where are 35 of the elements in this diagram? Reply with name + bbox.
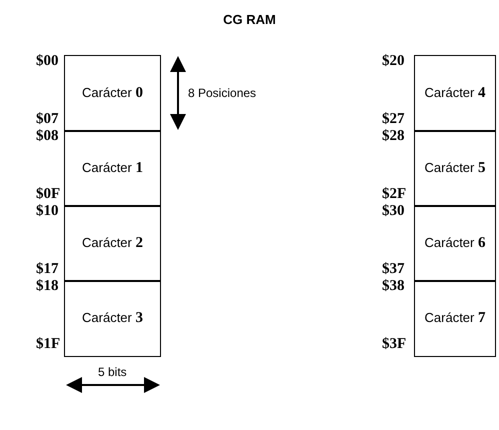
- address-label: $0F: [36, 186, 60, 203]
- address-label: $20: [382, 53, 404, 70]
- address-label: $10: [36, 203, 58, 220]
- memory-block: [414, 205, 496, 282]
- memory-block: [64, 130, 161, 207]
- address-label: $27: [382, 111, 404, 128]
- block-label: Carácter 4: [424, 85, 486, 102]
- block-label: Carácter 3: [82, 310, 143, 327]
- address-label: $07: [36, 111, 58, 128]
- address-label: $1F: [36, 336, 60, 353]
- memory-block: [414, 55, 496, 132]
- address-label: $18: [36, 278, 58, 295]
- block-label: Carácter 0: [82, 85, 143, 102]
- address-label: $2F: [382, 186, 406, 203]
- memory-block: [414, 130, 496, 207]
- block-label: Carácter 7: [424, 310, 486, 327]
- block-label: Carácter 1: [82, 160, 143, 177]
- memory-block: [414, 280, 496, 357]
- memory-block: [64, 205, 161, 282]
- memory-block: [64, 55, 161, 132]
- dimension-label: 8 Posiciones: [188, 86, 256, 100]
- block-label: Carácter 5: [424, 160, 486, 177]
- title: CG RAM: [222, 12, 277, 27]
- dimension-label: 5 bits: [98, 365, 127, 379]
- address-label: $3F: [382, 336, 406, 353]
- block-label: Carácter 6: [424, 235, 486, 252]
- address-label: $08: [36, 128, 58, 145]
- address-label: $17: [36, 261, 58, 278]
- block-label: Carácter 2: [82, 235, 143, 252]
- address-label: $30: [382, 203, 404, 220]
- address-label: $38: [382, 278, 404, 295]
- memory-block: [64, 280, 161, 357]
- address-label: $00: [36, 53, 58, 70]
- address-label: $37: [382, 261, 404, 278]
- address-label: $28: [382, 128, 404, 145]
